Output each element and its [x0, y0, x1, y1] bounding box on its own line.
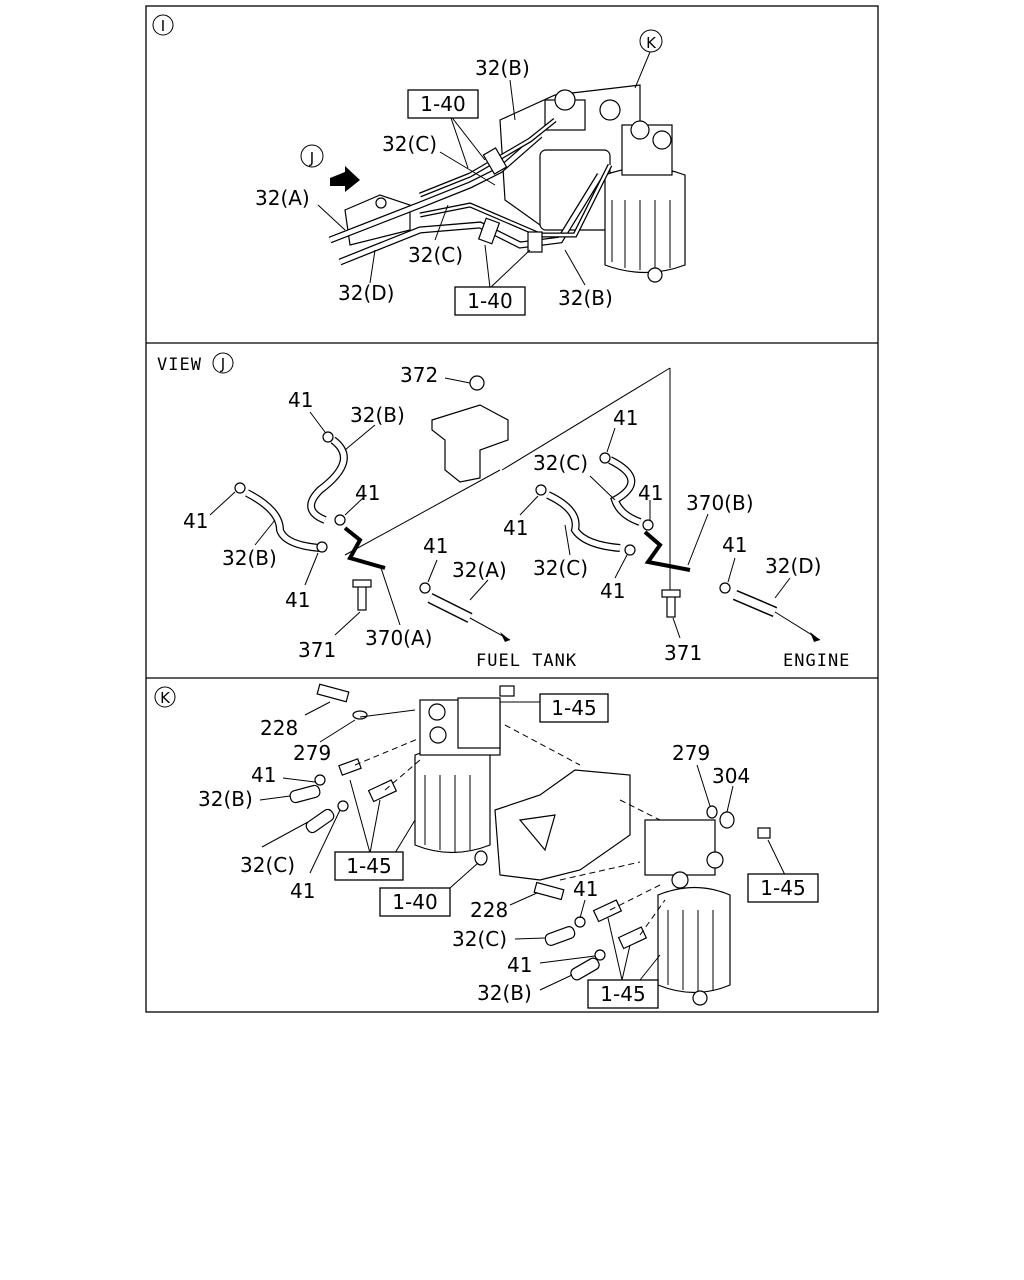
label-hose-32b-bottom: 32(B): [558, 286, 613, 310]
label-hose-32c-b: 32(C): [452, 927, 507, 951]
label-nut-372: 372: [400, 363, 438, 387]
panel-k-leaders: [259, 701, 786, 991]
filter-assembly-drawing: [328, 84, 686, 283]
ref-1-45-b[interactable]: 1-45: [346, 854, 391, 878]
label-clip-41-d: 41: [285, 588, 310, 612]
ref-box-1-45-b: [334, 851, 404, 881]
label-clip-41-d: 41: [507, 953, 532, 977]
ref-box-1-40: [379, 887, 451, 917]
ref-1-40-bottom[interactable]: 1-40: [467, 289, 512, 313]
label-clip-41-g: 41: [638, 481, 663, 505]
ref-box-1-45-a: [539, 693, 609, 723]
detail-k-drawing: [289, 683, 771, 1006]
label-clip-41-e: 41: [423, 534, 448, 558]
label-clip-41-a: 41: [288, 388, 313, 412]
label-bolt-371-a: 371: [298, 638, 336, 662]
label-clip-41-a: 41: [251, 763, 276, 787]
label-hose-32c-top: 32(C): [382, 132, 437, 156]
view-j-title-marker: J: [220, 355, 225, 373]
label-hose-32d: 32(D): [338, 281, 394, 305]
label-hose-32d: 32(D): [765, 554, 821, 578]
label-washer-279-b: 279: [672, 741, 710, 765]
destination-engine: ENGINE: [783, 651, 850, 671]
label-hose-32c-a: 32(C): [533, 451, 588, 475]
view-j-drawing: [234, 367, 821, 642]
label-clip-41-h: 41: [503, 516, 528, 540]
label-pipe-370a: 370(A): [365, 626, 432, 650]
panel-j-leaders: [209, 377, 791, 639]
ref-1-45-a[interactable]: 1-45: [551, 696, 596, 720]
label-washer-279-a: 279: [293, 741, 331, 765]
view-j-prefix: VIEW: [157, 355, 202, 375]
panel-i-marker-circle: [152, 14, 174, 36]
ref-box-1-40-bottom: [454, 286, 526, 316]
view-j-marker-circle: [300, 144, 324, 168]
label-hose-32b-a: 32(B): [198, 787, 253, 811]
label-hose-32b-b: 32(B): [222, 546, 277, 570]
destination-fuel-tank: FUEL TANK: [476, 651, 577, 671]
view-j-title-circle: [212, 352, 234, 374]
ref-box-1-45-c: [587, 979, 659, 1009]
label-clip-41-c: 41: [183, 509, 208, 533]
label-clip-41-i: 41: [600, 579, 625, 603]
panel-i-marker: I: [161, 17, 165, 35]
label-hose-32b-b: 32(B): [477, 981, 532, 1005]
label-hose-32a: 32(A): [255, 186, 310, 210]
label-bolt-228-a: 228: [260, 716, 298, 740]
ref-1-40[interactable]: 1-40: [392, 890, 437, 914]
panel-k: K: [154, 683, 819, 1009]
label-hose-32b-top: 32(B): [475, 56, 530, 80]
detail-k-marker: K: [646, 34, 657, 52]
ref-1-45-d[interactable]: 1-45: [760, 876, 805, 900]
ref-box-1-40-top: [407, 89, 479, 119]
label-hose-32c-mid: 32(C): [408, 243, 463, 267]
panel-i: I: [152, 14, 686, 316]
panel-j: VIEW J: [157, 352, 850, 671]
panel-k-marker: K: [160, 689, 171, 707]
label-clip-41-f: 41: [613, 406, 638, 430]
detail-k-marker-circle: [639, 29, 663, 53]
panel-k-marker-circle: [154, 686, 176, 708]
label-hose-32c-b: 32(C): [533, 556, 588, 580]
label-clip-41-b: 41: [355, 481, 380, 505]
label-bolt-228-b: 228: [470, 898, 508, 922]
label-bolt-371-b: 371: [664, 641, 702, 665]
label-hose-32c-a: 32(C): [240, 853, 295, 877]
label-hose-32b-a: 32(B): [350, 403, 405, 427]
label-nut-304: 304: [712, 764, 750, 788]
label-hose-32a: 32(A): [452, 558, 507, 582]
label-pipe-370b: 370(B): [686, 491, 754, 515]
diagram-frame: [145, 5, 879, 1013]
ref-1-45-c[interactable]: 1-45: [600, 982, 645, 1006]
label-clip-41-b: 41: [290, 879, 315, 903]
label-clip-41-c: 41: [573, 877, 598, 901]
panel-i-leaders: [317, 51, 651, 289]
view-j-marker: J: [309, 149, 314, 167]
label-clip-41-j: 41: [722, 533, 747, 557]
ref-box-1-45-d: [747, 873, 819, 903]
ref-1-40-top[interactable]: 1-40: [420, 92, 465, 116]
